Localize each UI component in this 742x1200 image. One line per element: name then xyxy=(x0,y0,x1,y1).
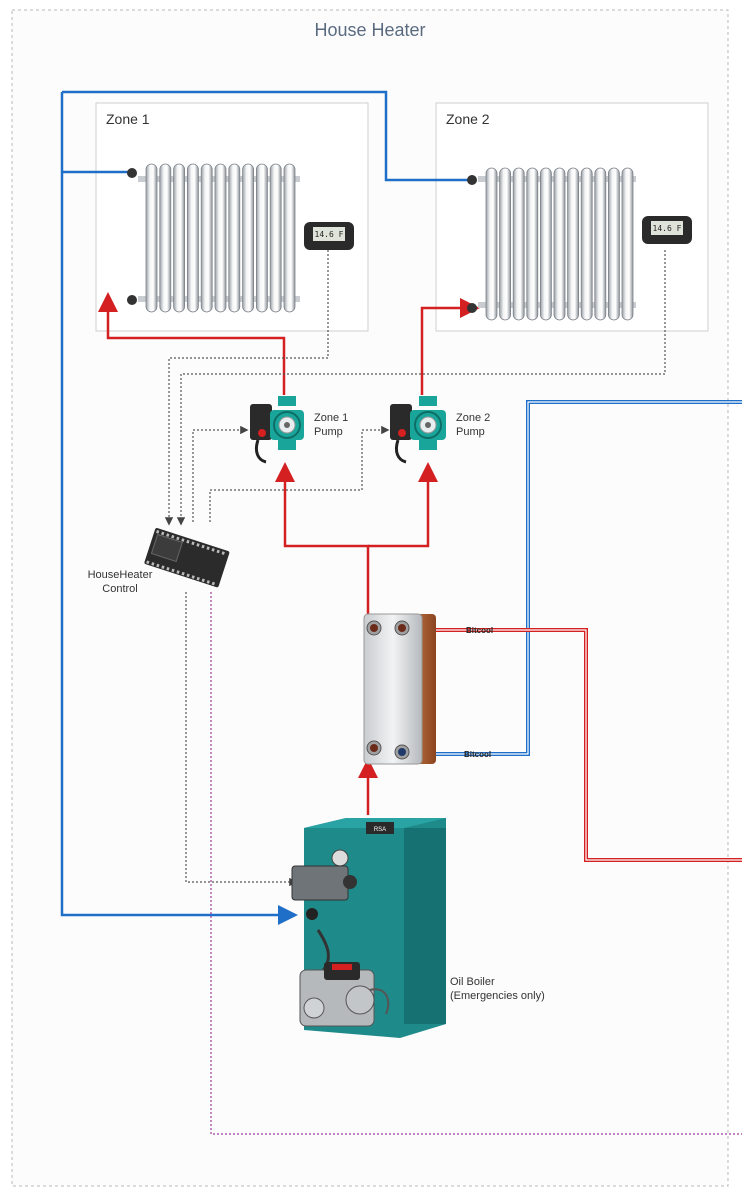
zone-2-pump-label-line2: Pump xyxy=(456,426,485,438)
radiator-fin xyxy=(553,167,566,321)
header-pin xyxy=(211,581,215,586)
cold-return-piping xyxy=(60,90,470,925)
radiator-fin xyxy=(186,163,199,313)
radiator-fin xyxy=(608,167,620,321)
controller-label-line2: Control xyxy=(102,583,137,595)
boiler-brand: RSA xyxy=(374,827,386,833)
header-pin xyxy=(191,575,195,579)
radiator-fin xyxy=(159,163,172,313)
header-pin xyxy=(156,563,160,568)
header-pin xyxy=(201,544,205,549)
zone-1-thermostat: 14.6 F xyxy=(304,222,354,250)
zone-2-thermostat: 14.6 F xyxy=(642,216,692,244)
header-pin xyxy=(181,538,185,542)
plate-heat-exchanger xyxy=(363,613,436,765)
header-pin xyxy=(161,565,165,569)
boiler-label-line1: Oil Boiler xyxy=(450,976,495,988)
header-pin xyxy=(176,536,180,541)
diagram-title: House Heater xyxy=(314,20,425,40)
zone-2-radiator xyxy=(467,167,636,321)
zone-2-pump xyxy=(390,396,446,464)
header-pin xyxy=(146,560,150,565)
radiator-fin xyxy=(512,167,525,321)
power-wiring xyxy=(210,592,742,1135)
zone-1-pump xyxy=(250,396,304,464)
zone-2-pump-label-line1: Zone 2 xyxy=(456,412,490,424)
radiator-fin xyxy=(499,167,512,321)
header-pin xyxy=(206,580,210,584)
radiator-fin xyxy=(255,163,268,313)
radiator-fin xyxy=(621,167,634,321)
header-pin xyxy=(206,546,210,551)
radiator-fin xyxy=(200,163,213,313)
zone-2-label: Zone 2 xyxy=(446,111,490,127)
header-pin xyxy=(186,539,190,544)
radiator-fin xyxy=(214,163,227,313)
radiator-fin xyxy=(580,167,593,321)
header-pin xyxy=(196,576,200,581)
zone-1-pump-label-line2: Pump xyxy=(314,426,343,438)
zone-1-pump-label-line1: Zone 1 xyxy=(314,412,348,424)
hot-supply-piping xyxy=(98,292,480,815)
radiator-fin xyxy=(594,167,607,321)
bitcool-hot-line xyxy=(406,628,742,862)
zone-1-radiator xyxy=(127,163,300,313)
zone-1-thermo-reading: 14.6 F xyxy=(315,230,344,239)
header-pin xyxy=(156,530,160,534)
boiler-label-line2: (Emergencies only) xyxy=(450,990,545,1002)
radiator-fin xyxy=(242,163,255,313)
header-pin xyxy=(171,568,175,573)
header-pin xyxy=(181,571,185,576)
header-pin xyxy=(216,549,220,554)
controller-label-line1: HouseHeater xyxy=(88,569,153,581)
header-pin xyxy=(191,541,195,546)
radiator-fin xyxy=(269,163,282,313)
exchanger-bottom-label: Bitcool xyxy=(464,750,491,759)
bitcool-cold-line xyxy=(400,400,742,756)
header-pin xyxy=(166,533,170,537)
househeater-control-board xyxy=(144,528,230,588)
header-pin xyxy=(221,551,225,555)
zone-1-label: Zone 1 xyxy=(106,111,150,127)
header-pin xyxy=(186,573,190,578)
radiator-fin xyxy=(283,163,296,313)
header-pin xyxy=(171,534,175,539)
radiator-fin xyxy=(145,163,158,313)
radiator-fin xyxy=(485,167,498,321)
header-pin xyxy=(196,543,200,547)
radiator-fin xyxy=(526,167,539,321)
header-pin xyxy=(211,548,215,552)
radiator-fin xyxy=(540,167,552,321)
radiator-fin xyxy=(228,163,241,313)
header-pin xyxy=(151,562,155,566)
zone-2-thermo-reading: 14.6 F xyxy=(653,224,682,233)
signal-wiring xyxy=(164,250,666,887)
exchanger-top-label: Bitcool xyxy=(466,626,493,635)
header-pin xyxy=(166,567,170,571)
radiator-fin xyxy=(567,167,579,321)
header-pin xyxy=(201,578,205,583)
header-pin xyxy=(161,531,165,536)
header-pin xyxy=(176,570,180,574)
oil-boiler: RSA xyxy=(291,818,446,1038)
radiator-fin xyxy=(173,163,186,313)
